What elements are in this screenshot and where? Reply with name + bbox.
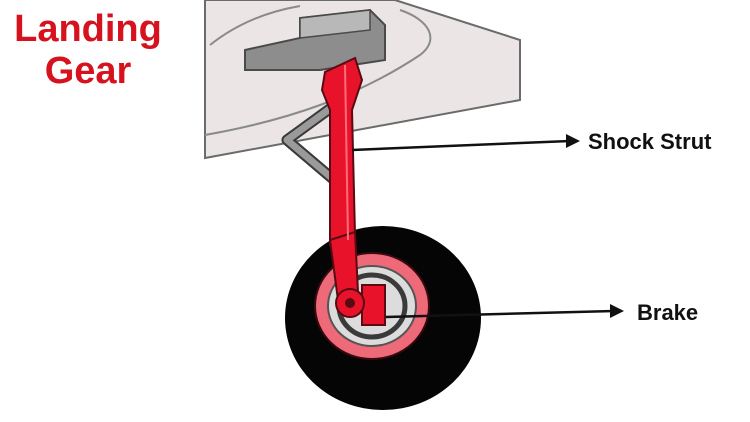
title-line-1: Landing [14,8,162,50]
brake-arrowhead [610,304,624,318]
shock-strut [320,56,365,318]
shock-strut-callout: Shock Strut [351,129,712,154]
strut-highlight [344,64,349,241]
brake-arrow-line [385,309,615,319]
brake-callout: Brake [385,300,698,325]
shock-strut-label: Shock Strut [588,129,712,154]
axle-center [345,298,355,308]
shock-strut-arrow-line [351,139,571,152]
strut-upper [320,56,364,247]
brake-caliper [361,284,386,326]
title-line-2: Gear [44,50,132,92]
wing-inner-curve [209,5,301,46]
brake-label: Brake [637,300,698,325]
wing-panel-line [204,9,432,136]
shock-strut-arrowhead [566,134,580,148]
wheel [285,226,481,410]
diagram-title: Landing Gear [8,8,168,92]
bracket-face [299,9,371,39]
